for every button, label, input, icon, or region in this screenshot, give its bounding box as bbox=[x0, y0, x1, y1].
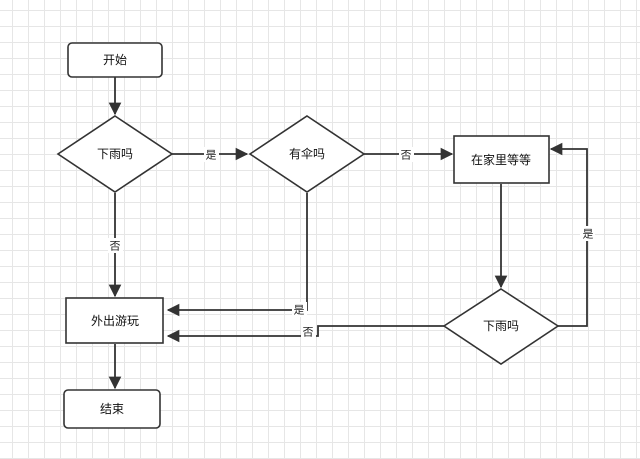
end-label: 结束 bbox=[100, 402, 124, 416]
edge-label-umbrella-no: 否 bbox=[399, 147, 414, 162]
decision-umbrella-label: 有伞吗 bbox=[289, 146, 325, 161]
edge-rain2-to-goout bbox=[166, 325, 444, 343]
start-label: 开始 bbox=[103, 53, 127, 67]
edge-umbrella-to-goout bbox=[166, 193, 308, 317]
decision-umbrella[interactable]: 有伞吗 bbox=[248, 115, 366, 193]
svg-text:否: 否 bbox=[303, 326, 314, 339]
decision-rain-2-label: 下雨吗 bbox=[483, 319, 519, 333]
wait-home-node[interactable]: 在家里等等 bbox=[453, 135, 550, 184]
start-node[interactable]: 开始 bbox=[67, 42, 163, 78]
go-out-label: 外出游玩 bbox=[91, 314, 139, 328]
svg-text:否: 否 bbox=[401, 149, 412, 162]
decision-rain-1-label: 下雨吗 bbox=[97, 147, 133, 161]
edge-label-rain1-no: 否 bbox=[108, 238, 123, 253]
svg-text:是: 是 bbox=[206, 149, 217, 162]
decision-rain-2[interactable]: 下雨吗 bbox=[442, 288, 560, 365]
svg-text:否: 否 bbox=[110, 240, 121, 253]
svg-text:是: 是 bbox=[294, 304, 305, 317]
wait-home-label: 在家里等等 bbox=[471, 152, 531, 167]
go-out-node[interactable]: 外出游玩 bbox=[65, 297, 164, 344]
edge-label-rain1-yes: 是 bbox=[204, 147, 219, 162]
end-node[interactable]: 结束 bbox=[63, 389, 161, 429]
edge-label-rain2-no: 否 bbox=[301, 324, 316, 339]
edge-label-rain2-yes: 是 bbox=[580, 226, 595, 241]
edge-label-umbrella-yes: 是 bbox=[292, 302, 307, 317]
decision-rain-1[interactable]: 下雨吗 bbox=[56, 115, 174, 193]
svg-text:是: 是 bbox=[583, 228, 594, 241]
